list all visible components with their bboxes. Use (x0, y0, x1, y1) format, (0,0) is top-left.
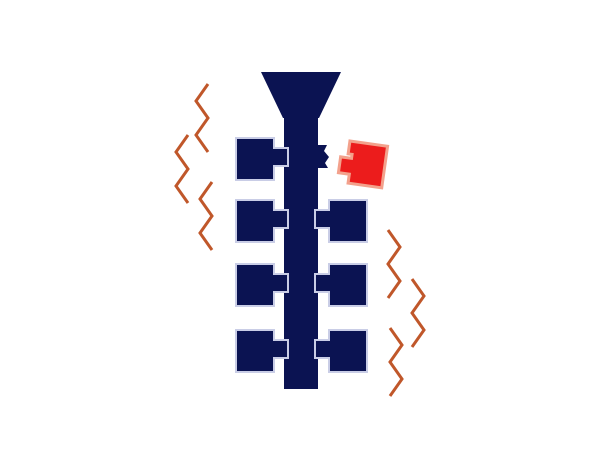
connector-block-icon (235, 137, 289, 181)
detached-block (336, 139, 390, 190)
connector-block-icon (235, 329, 289, 373)
broken-stub (316, 145, 329, 168)
zigzag-vibration-icon (410, 278, 426, 348)
broken-block-icon (336, 139, 390, 190)
right-blocks (314, 199, 368, 373)
zigzag-vibration-icon (388, 327, 404, 397)
trunk-icon (284, 112, 318, 389)
connector-block-icon (314, 263, 368, 307)
vibration-zigzags-left (174, 83, 214, 251)
connector-block-icon (235, 263, 289, 307)
zigzag-vibration-icon (198, 181, 214, 251)
connector-block-icon (235, 199, 289, 243)
zigzag-vibration-icon (194, 83, 210, 153)
zigzag-vibration-icon (174, 134, 190, 204)
zigzag-vibration-icon (386, 229, 402, 299)
funnel-icon (261, 72, 341, 118)
connector-block-icon (314, 329, 368, 373)
left-blocks (235, 137, 289, 373)
vibration-zigzags-right (386, 229, 426, 397)
connector-block-icon (314, 199, 368, 243)
